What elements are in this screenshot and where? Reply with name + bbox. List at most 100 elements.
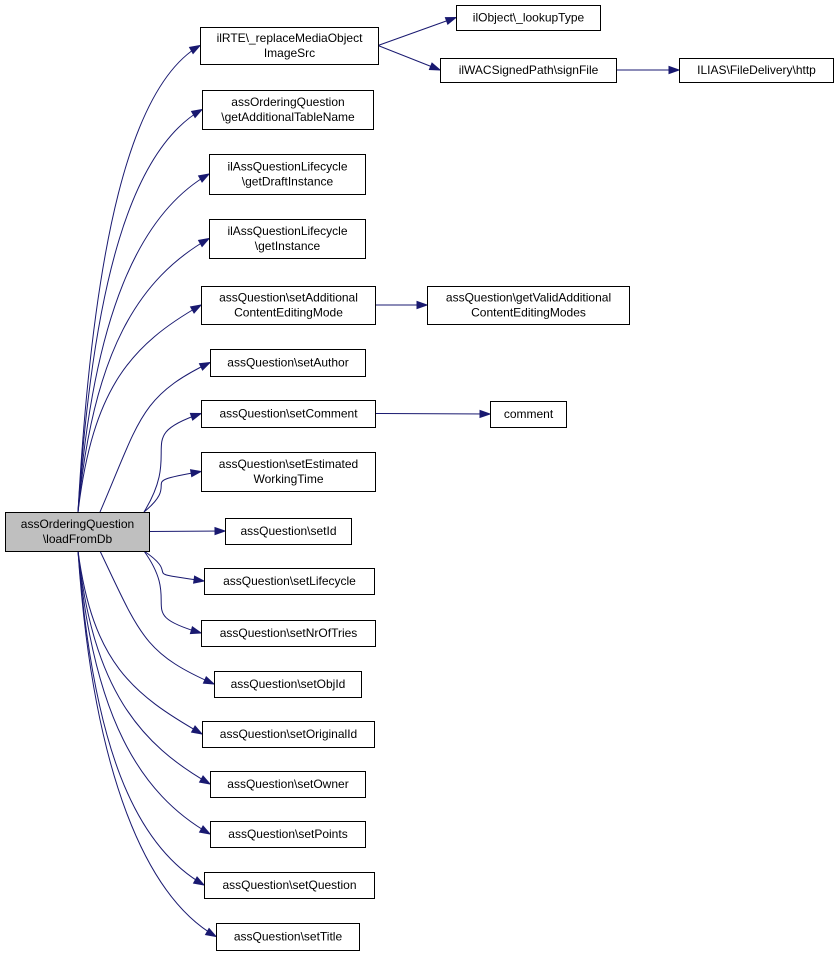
arrowhead-icon — [416, 300, 429, 310]
edge-line — [143, 550, 202, 634]
edge-root-to-setOwner — [77, 550, 212, 785]
node-box — [204, 872, 375, 899]
arrowhead-icon — [189, 626, 203, 635]
edge-line — [77, 550, 205, 886]
node-box — [214, 671, 362, 698]
edge-root-to-setNrOfTries — [143, 550, 203, 635]
node-getInstance[interactable]: ilAssQuestionLifecycle\getInstance — [209, 219, 366, 259]
node-getDraftInstance[interactable]: ilAssQuestionLifecycle\getDraftInstance — [209, 154, 366, 195]
node-label-line: assQuestion\setEstimated — [219, 457, 358, 471]
edge-root-to-getInstance — [77, 237, 211, 513]
edge-replaceMedia-to-lookupType — [377, 16, 458, 46]
edge-line — [77, 238, 210, 513]
edge-root-to-setEstimated — [143, 469, 203, 513]
node-getValidAdditional[interactable]: assQuestion\getValidAdditionalContentEdi… — [427, 286, 630, 325]
node-setOriginalId[interactable]: assQuestion\setOriginalId — [202, 721, 375, 748]
node-setPoints[interactable]: assQuestion\setPoints — [210, 821, 366, 848]
edge-line — [77, 550, 211, 785]
node-label-line: assOrderingQuestion — [21, 517, 134, 531]
node-box — [202, 90, 374, 130]
arrowhead-icon — [214, 526, 227, 536]
edge-root-to-getAdditionalTableName — [77, 108, 204, 513]
edge-line — [99, 550, 215, 685]
edge-root-to-setAdditional — [77, 304, 203, 513]
edge-root-to-setId — [148, 526, 227, 536]
arrowhead-icon — [428, 62, 442, 71]
node-getAdditionalTableName[interactable]: assOrderingQuestion\getAdditionalTableNa… — [202, 90, 374, 130]
edge-signFile-to-http — [616, 65, 681, 75]
node-root: assOrderingQuestion\loadFromDb — [5, 512, 150, 552]
node-lookupType[interactable]: ilObject\_lookupType — [456, 5, 601, 31]
arrowhead-icon — [197, 237, 211, 248]
node-box — [490, 401, 567, 428]
nodes-layer: assOrderingQuestion\loadFromDbilRTE\_rep… — [5, 5, 834, 951]
node-box — [225, 518, 352, 545]
arrowhead-icon — [189, 412, 203, 421]
edges-layer — [77, 16, 681, 938]
edge-line — [77, 550, 211, 835]
node-label-line: assOrderingQuestion — [231, 95, 344, 109]
node-box — [210, 821, 366, 848]
node-setAuthor[interactable]: assQuestion\setAuthor — [210, 349, 366, 377]
node-label-line: \getDraftInstance — [242, 175, 334, 189]
node-label-line: assQuestion\setPoints — [228, 827, 347, 841]
arrowhead-icon — [190, 725, 204, 735]
edge-line — [143, 471, 202, 513]
arrowhead-icon — [444, 16, 458, 26]
edge-line — [77, 45, 201, 513]
node-setObjId[interactable]: assQuestion\setObjId — [214, 671, 362, 698]
edge-root-to-setTitle — [77, 550, 218, 938]
node-setOwner[interactable]: assQuestion\setOwner — [210, 771, 366, 798]
edge-line — [377, 17, 457, 46]
edge-setAdditional-to-getValidAdditional — [375, 300, 429, 310]
node-label-line: \loadFromDb — [43, 532, 113, 546]
node-label-line: ImageSrc — [264, 46, 315, 60]
arrowhead-icon — [204, 927, 218, 938]
node-http[interactable]: ILIAS\FileDelivery\http — [679, 58, 834, 83]
edge-root-to-setAuthor — [99, 361, 212, 513]
node-box — [5, 512, 150, 552]
edge-line — [77, 109, 203, 513]
node-signFile[interactable]: ilWACSignedPath\signFile — [440, 58, 617, 83]
node-label-line: ilObject\_lookupType — [473, 11, 585, 25]
node-box — [216, 923, 360, 951]
edge-line — [377, 45, 441, 71]
node-box — [204, 568, 375, 595]
node-setAdditional[interactable]: assQuestion\setAdditionalContentEditingM… — [201, 286, 376, 325]
node-setTitle[interactable]: assQuestion\setTitle — [216, 923, 360, 951]
node-comment[interactable]: comment — [490, 401, 567, 428]
arrowhead-icon — [479, 409, 492, 419]
edge-line — [143, 550, 205, 582]
node-label-line: \getAdditionalTableName — [221, 110, 355, 124]
node-label-line: assQuestion\setComment — [219, 407, 358, 421]
node-label-line: assQuestion\setOriginalId — [220, 727, 357, 741]
node-setComment[interactable]: assQuestion\setComment — [201, 400, 376, 428]
edge-line — [148, 530, 226, 532]
node-setLifecycle[interactable]: assQuestion\setLifecycle — [204, 568, 375, 595]
node-label-line: ContentEditingMode — [234, 306, 343, 320]
node-setId[interactable]: assQuestion\setId — [225, 518, 352, 545]
node-box — [201, 400, 376, 428]
node-label-line: WorkingTime — [253, 472, 323, 486]
node-box — [201, 286, 376, 325]
arrowhead-icon — [202, 675, 216, 685]
edge-root-to-setLifecycle — [143, 550, 206, 584]
arrowhead-icon — [189, 469, 203, 478]
edge-root-to-setComment — [143, 412, 203, 513]
edge-root-to-setObjId — [99, 550, 216, 685]
edge-root-to-setOriginalId — [77, 550, 204, 735]
edge-line — [77, 304, 202, 513]
node-setQuestion[interactable]: assQuestion\setQuestion — [204, 872, 375, 899]
arrowhead-icon — [198, 775, 212, 785]
edge-line — [99, 362, 211, 513]
node-box — [202, 721, 375, 748]
node-box — [210, 349, 366, 377]
node-label-line: assQuestion\setLifecycle — [223, 574, 356, 588]
node-setNrOfTries[interactable]: assQuestion\setNrOfTries — [201, 620, 376, 647]
node-label-line: assQuestion\setAdditional — [219, 291, 358, 305]
edge-root-to-setPoints — [77, 550, 212, 835]
edge-setComment-to-comment — [374, 409, 492, 419]
